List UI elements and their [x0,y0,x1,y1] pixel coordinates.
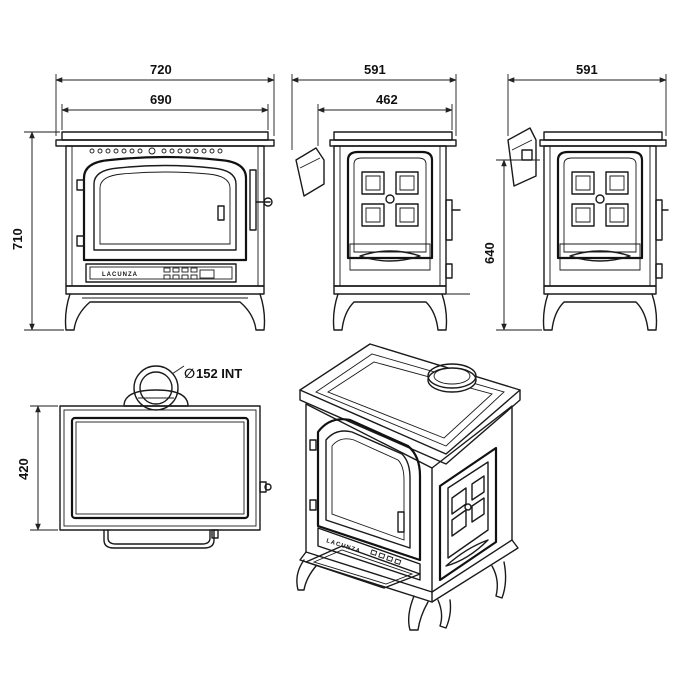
front-dimensions: 720 690 710 [10,62,275,331]
dim-side2-height: 640 [482,242,497,264]
side1-ornament [361,171,419,227]
diameter-symbol: ∅ [184,366,195,381]
side2-ornament [571,171,629,227]
dim-flue-diameter: 152 INT [196,366,242,381]
side-view-1 [295,131,470,331]
side1-dimensions: 591 462 [291,62,457,150]
isometric-view: LACUNZA [296,343,521,631]
dim-side1-depth-outer: 591 [364,62,386,77]
side2-dimensions: 591 640 [482,62,667,331]
dim-front-height: 710 [10,228,25,250]
vent-holes [89,147,223,155]
dim-side1-depth-inner: 462 [376,92,398,107]
brand-label: LACUNZA [102,272,138,278]
dim-front-width-inner: 690 [150,92,172,107]
dim-front-width-outer: 720 [150,62,172,77]
side-view-2 [507,127,669,331]
top-dimensions: 420 ∅ 152 INT [16,365,242,531]
dim-top-depth: 420 [16,458,31,480]
ash-slots [163,267,215,280]
iso-ash-slots [370,549,402,565]
iso-side-ornament [451,475,485,537]
dim-side2-depth: 591 [576,62,598,77]
top-view [59,365,272,549]
front-view: LACUNZA [55,131,275,331]
